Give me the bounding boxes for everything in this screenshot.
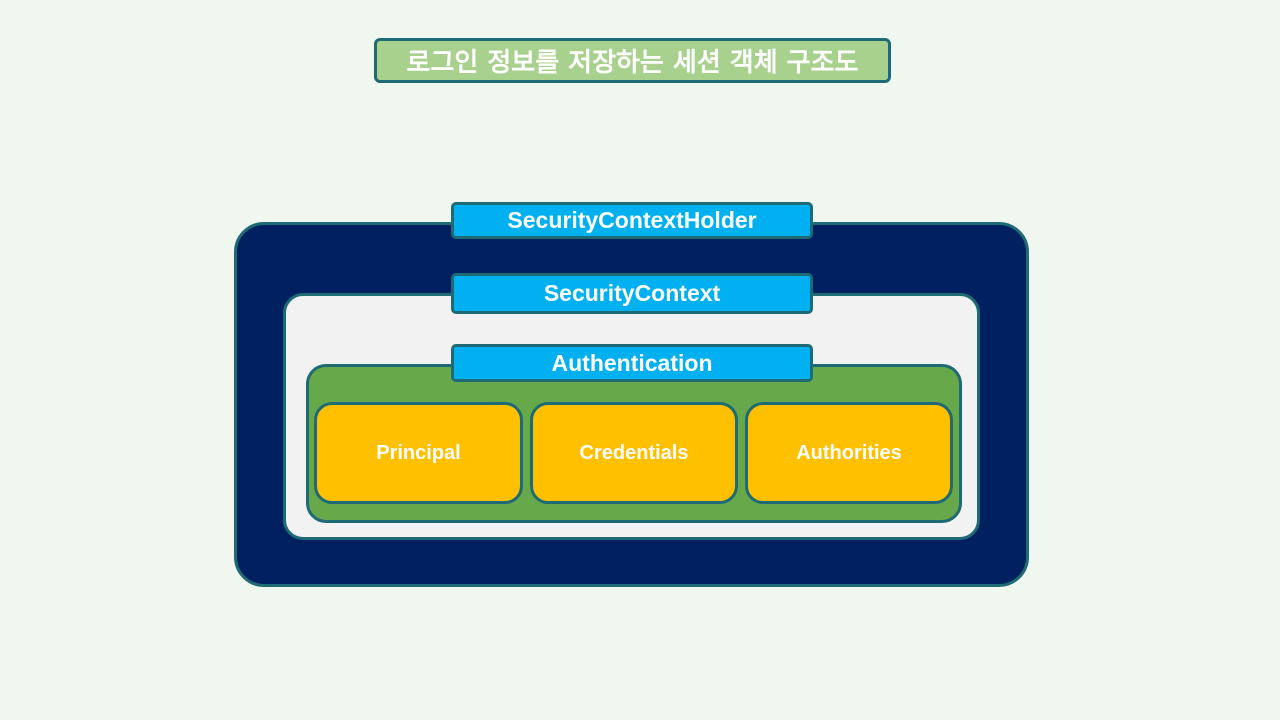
authorities-box: Authorities: [745, 402, 953, 504]
principal-box: Principal: [314, 402, 523, 504]
authentication-label: Authentication: [451, 344, 813, 382]
diagram-title: 로그인 정보를 저장하는 세션 객체 구조도: [374, 38, 891, 83]
security-context-label: SecurityContext: [451, 273, 813, 314]
security-context-holder-label: SecurityContextHolder: [451, 202, 813, 239]
credentials-box: Credentials: [530, 402, 738, 504]
